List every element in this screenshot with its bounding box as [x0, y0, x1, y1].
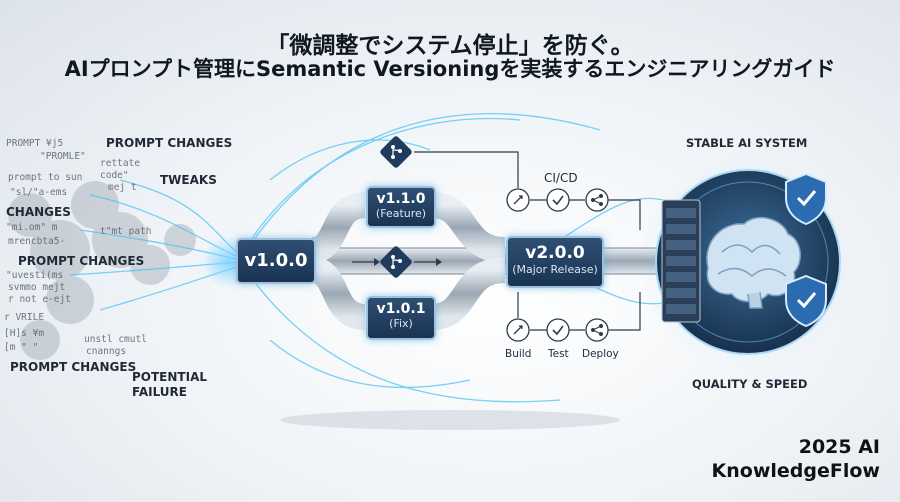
code-fragment: unstl cmutl	[84, 334, 147, 345]
title-line-1: 「微調整でシステム停止」を防ぐ。	[266, 33, 634, 59]
version-major-box: v2.0.0 (Major Release)	[506, 236, 604, 288]
step-build-label: Build	[505, 348, 532, 360]
label-tweaks: TWEAKS	[160, 173, 217, 187]
step-test-label: Test	[548, 348, 569, 360]
code-fragment: "sl/"a-ems	[10, 187, 68, 198]
label-changes: CHANGES	[6, 205, 71, 219]
code-fragment: svmmo mejt	[8, 282, 66, 293]
code-fragment: PROMPT ¥j5	[6, 138, 64, 149]
check-icon	[546, 318, 570, 342]
shield-check-icon	[785, 172, 827, 226]
version-fix-label: v1.0.1	[376, 301, 426, 317]
label-prompt-changes: PROMPT CHANGES	[106, 136, 233, 150]
version-fix-box: v1.0.1 (Fix)	[366, 296, 436, 340]
label-failure: FAILURE	[132, 385, 187, 399]
step-deploy-label: Deploy	[582, 348, 619, 360]
git-branch-icon	[380, 136, 412, 168]
build-icon	[506, 188, 530, 212]
brain-icon	[706, 216, 801, 309]
version-feature-sub: (Feature)	[375, 207, 427, 220]
check-icon	[546, 188, 570, 212]
share-icon	[585, 188, 609, 212]
server-icon	[661, 199, 701, 323]
code-fragment: "PROMLE"	[40, 151, 86, 162]
share-icon	[585, 318, 609, 342]
version-major-label: v2.0.0	[525, 243, 585, 263]
quality-speed-label: QUALITY & SPEED	[692, 377, 808, 391]
cicd-label: CI/CD	[544, 171, 578, 185]
version-feature-box: v1.1.0 (Feature)	[366, 186, 436, 228]
code-fragment: [H]s ¥m	[4, 328, 45, 339]
label-prompt-changes: PROMPT CHANGES	[10, 360, 137, 374]
brand-line-1: 2025 AI	[798, 436, 880, 458]
version-feature-label: v1.1.0	[376, 191, 426, 207]
code-fragment: prompt to sun	[8, 172, 83, 183]
code-fragment: [m " "	[4, 342, 39, 353]
version-major-sub: (Major Release)	[512, 263, 598, 276]
code-fragment: "mi.om" m	[6, 222, 58, 233]
code-fragment: mrencbta5-	[8, 236, 66, 247]
label-potential: POTENTIAL	[132, 370, 208, 384]
shield-check-icon	[785, 274, 827, 328]
version-fix-sub: (Fix)	[389, 317, 413, 330]
code-fragment: "uvesti(ms	[6, 270, 64, 281]
code-fragment: t"mt path	[100, 226, 152, 237]
code-fragment: r VRILE	[4, 312, 45, 323]
particle-cloud	[8, 181, 196, 360]
title-line-2: AIプロンプト管理にSemantic Versioningを実装するエンジニアリ…	[64, 57, 836, 81]
brand-line-2: KnowledgeFlow	[711, 460, 880, 482]
version-base-box: v1.0.0	[236, 238, 316, 284]
build-icon	[506, 318, 530, 342]
code-fragment: code"	[100, 170, 129, 181]
code-fragment: cnanngs	[86, 346, 127, 357]
version-base-label: v1.0.0	[244, 250, 308, 271]
code-fragment: r not e-ejt	[8, 294, 71, 305]
light-streams	[69, 113, 681, 403]
code-fragment: rettate	[100, 158, 141, 169]
git-branch-icon	[380, 246, 412, 278]
stable-ai-system-label: STABLE AI SYSTEM	[686, 136, 808, 150]
code-fragment: mej t	[108, 182, 137, 193]
label-prompt-changes: PROMPT CHANGES	[18, 254, 145, 268]
cicd-connectors	[414, 151, 641, 331]
